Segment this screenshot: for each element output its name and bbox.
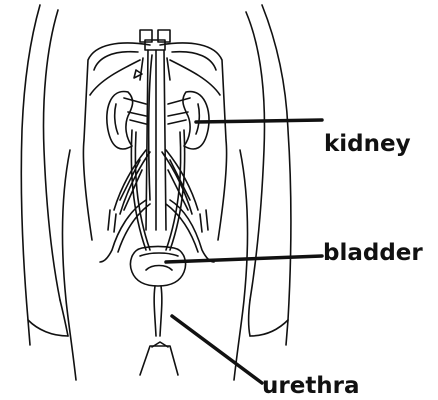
ureters [100,130,214,262]
major-vessels [83,30,226,240]
urethra [154,286,162,336]
bladder-label: bladder [323,242,423,265]
left-kidney [107,92,146,149]
kidney-label: kidney [324,133,411,156]
bladder [130,247,185,287]
leader-lines [166,120,322,383]
kidney-leader-line [196,120,322,122]
urethra-label: urethra [262,375,360,398]
bladder-leader-line [166,256,322,262]
